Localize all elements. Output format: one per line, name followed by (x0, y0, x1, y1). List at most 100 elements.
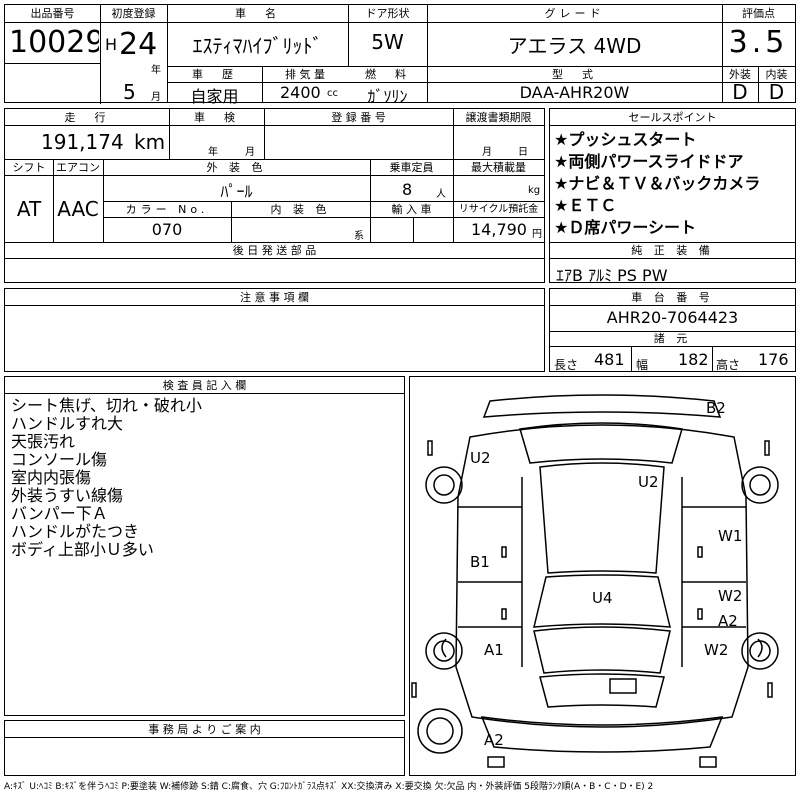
length: 481 (594, 350, 625, 369)
damage-mark: A1 (484, 641, 504, 659)
era: H (105, 35, 118, 54)
color-no: 070 (151, 220, 183, 239)
reg-number-label: 登 録 番 号 (331, 111, 386, 124)
inspector-box: 検 査 員 記 入 欄 シート焦げ、切れ・破れ小 ハンドルすれ大 天張汚れ コン… (4, 376, 405, 716)
transfer-month-unit: 月 (482, 147, 492, 158)
history-label: 車 歴 (192, 68, 237, 81)
model-label: 型 式 (552, 68, 597, 81)
mileage-unit: km (134, 130, 166, 154)
damage-mark: B2 (706, 399, 726, 417)
inspector-note: バンパー下Ａ (11, 504, 108, 523)
sales-points-label: セールスポイント (628, 111, 717, 124)
notes-label: 注 意 事 項 欄 (240, 291, 309, 304)
interior-color-unit: 系 (354, 231, 364, 242)
recycle-fee: 14,790 (471, 220, 527, 239)
first-reg-month: 5 (123, 80, 136, 104)
damage-mark: U2 (470, 449, 491, 467)
sales-point-item: ★ＥＴＣ (554, 196, 617, 215)
legend: A:ｷｽﾞ U:ﾍｺﾐ B:ｷｽﾞを伴うﾍｺﾐ P:要塗装 W:補修跡 S:錆 … (4, 782, 654, 792)
transfer-day-unit: 日 (518, 147, 528, 158)
sales-point-item: ★Ｄ席パワーシート (554, 218, 697, 237)
chassis-label: 車 台 番 号 (631, 291, 714, 304)
inspection-year-unit: 年 (208, 147, 218, 158)
details-box: 走 行 191,174 km 車 検 年 月 登 録 番 号 譲渡書類期限 月 … (4, 108, 545, 283)
sales-point-item: ★プッシュスタート (554, 130, 697, 149)
month-unit: 月 (151, 92, 161, 103)
capacity-label: 乗車定員 (389, 161, 434, 174)
damage-diagram-box: B2 U2 U2 W1 B1 U4 W2 A2 A1 W2 A2 (409, 376, 796, 776)
chassis-number: AHR20-7064423 (606, 308, 739, 327)
sales-points-list: ★プッシュスタート ★両側パワースライドドア ★ナビ＆ＴＶ＆バックカメラ ★ＥＴ… (554, 129, 794, 239)
fuel: ｶﾞｿﾘﾝ (367, 87, 408, 106)
score-label: 評価点 (742, 7, 775, 20)
max-load-label: 最大積載量 (471, 161, 526, 174)
inspector-note: ハンドルがたつき (11, 522, 140, 541)
damage-mark: A2 (484, 731, 504, 749)
length-label: 長さ (554, 358, 579, 372)
car-name: ｴｽﾃｨﾏﾊｲﾌﾞﾘｯﾄﾞ (192, 34, 323, 58)
damage-mark: U2 (638, 473, 659, 491)
office-label: 事 務 局 よ り ご 案 内 (148, 723, 261, 736)
grade: アエラス 4WD (507, 34, 642, 58)
inspector-note: 天張汚れ (11, 432, 76, 451)
door-label: ドア形状 (365, 7, 410, 20)
capacity: 8 (402, 180, 413, 199)
inspector-note: 外装うすい線傷 (11, 486, 124, 505)
inspector-note: 室内内張傷 (11, 468, 92, 487)
score: 3.5 (728, 25, 789, 60)
ac: AAC (57, 197, 99, 221)
office-box: 事 務 局 よ り ご 案 内 (4, 720, 405, 776)
first-reg-label: 初度登録 (111, 7, 156, 20)
interior-score: D (768, 80, 785, 104)
fuel-label: 燃 料 (365, 68, 410, 81)
first-reg-year: 24 (119, 27, 158, 62)
inspector-note: シート焦げ、切れ・破れ小 (11, 396, 202, 415)
interior-label: 内装 (765, 68, 788, 81)
inspector-notes: シート焦げ、切れ・破れ小 ハンドルすれ大 天張汚れ コンソール傷 室内内張傷 外… (11, 397, 401, 559)
sales-point-item: ★ナビ＆ＴＶ＆バックカメラ (554, 174, 761, 193)
inspection-month-unit: 月 (245, 147, 255, 158)
color-no-label: カラー No. (125, 203, 209, 216)
header-box: 出品番号 10029 初度登録 H 24 年 5 月 車 名 ｴｽﾃｨﾏﾊｲﾌﾞ… (4, 4, 796, 106)
recycle-label: リサイクル預託金 (458, 204, 539, 215)
equipment: ｴｱB ｱﾙﾐ PS PW (556, 266, 668, 285)
inspector-label: 検 査 員 記 入 欄 (162, 379, 247, 392)
height-label: 高さ (716, 358, 741, 372)
grade-label: グレード (544, 7, 605, 20)
lot-number-label: 出品番号 (30, 7, 75, 20)
sales-point-item: ★両側パワースライドドア (554, 152, 744, 171)
shift: AT (16, 197, 42, 221)
width-label: 幅 (636, 358, 649, 372)
chassis-box: 車 台 番 号 AHR20-7064423 諸 元 長さ 481 幅 182 高… (549, 288, 796, 372)
ac-label: エアコン (56, 161, 100, 174)
car-diagram: B2 U2 U2 W1 B1 U4 W2 A2 A1 W2 A2 (411, 394, 779, 768)
damage-mark: W1 (718, 527, 742, 545)
displacement-label: 排 気 量 (285, 68, 325, 81)
damage-mark: U4 (592, 589, 613, 607)
door-type: 5W (371, 30, 404, 54)
height: 176 (758, 350, 789, 369)
transfer-doc-label: 譲渡書類期限 (465, 111, 532, 124)
inspection-label: 車 検 (194, 111, 239, 124)
lot-number: 10029 (9, 25, 99, 60)
color: ﾊﾟｰﾙ (220, 182, 253, 201)
shift-label: シフト (12, 161, 46, 174)
exterior-score: D (732, 80, 748, 104)
later-parts-label: 後 日 発 送 部 品 (232, 244, 317, 257)
mileage: 191,174 (41, 130, 124, 154)
inspector-note: ボディ上部小Ｕ多い (11, 540, 154, 559)
dims-label: 諸 元 (653, 332, 692, 345)
mileage-label: 走 行 (64, 111, 110, 124)
damage-mark: A2 (718, 612, 738, 630)
damage-mark: W2 (718, 587, 742, 605)
displacement: 2400 (280, 83, 321, 102)
exterior-label: 外装 (729, 68, 751, 81)
displacement-unit: cc (327, 88, 338, 99)
width: 182 (678, 350, 709, 369)
equipment-label: 純 正 装 備 (631, 244, 714, 257)
import-label: 輸 入 車 (391, 203, 432, 216)
load-unit: kg (528, 185, 541, 196)
color-label: 外 装 色 (206, 161, 267, 174)
recycle-unit: 円 (532, 229, 542, 240)
inspector-note: コンソール傷 (11, 450, 108, 469)
